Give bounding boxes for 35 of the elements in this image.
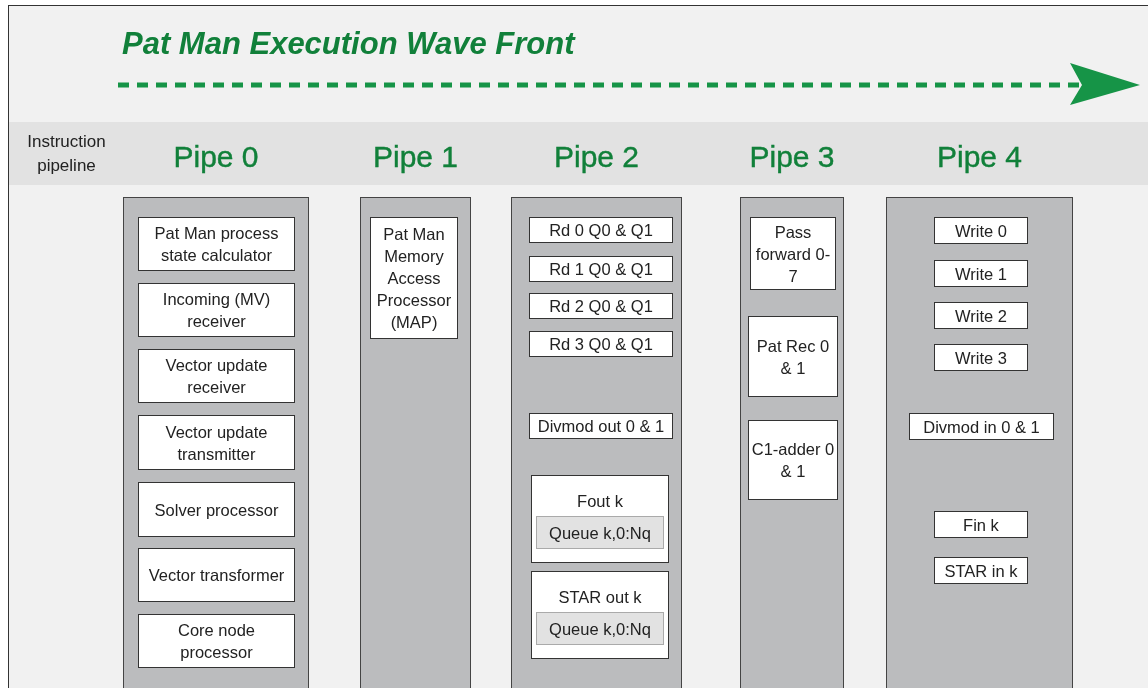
column-heading: Pipe 2 <box>552 140 641 174</box>
queue-box: Queue k,0:Nq <box>536 612 664 645</box>
column-heading: Pipe 1 <box>371 140 460 174</box>
process-box: Rd 3 Q0 & Q1 <box>529 331 673 357</box>
process-box: C1-adder 0 & 1 <box>748 420 838 500</box>
process-box: Pass forward 0-7 <box>750 217 836 290</box>
process-box: Write 3 <box>934 344 1028 371</box>
process-box: Divmod in 0 & 1 <box>909 413 1054 440</box>
process-box: Divmod out 0 & 1 <box>529 413 673 439</box>
process-box: Fin k <box>934 511 1028 538</box>
row-label: Instruction pipeline <box>26 131 107 177</box>
process-box <box>531 571 669 659</box>
process-box: Write 2 <box>934 302 1028 329</box>
process-box: STAR in k <box>934 557 1028 584</box>
process-box: Pat Man Memory Access Processor (MAP) <box>370 217 458 339</box>
process-box: Rd 2 Q0 & Q1 <box>529 293 673 319</box>
process-box: Pat Rec 0 & 1 <box>748 316 838 397</box>
process-box <box>531 475 669 563</box>
column-heading: Pipe 3 <box>748 140 836 174</box>
process-box: Vector update receiver <box>138 349 295 403</box>
process-box: Core node processor <box>138 614 295 668</box>
queue-box: Queue k,0:Nq <box>536 516 664 549</box>
process-box: Solver processor <box>138 482 295 537</box>
diagram-title: Pat Man Execution Wave Front <box>122 26 575 62</box>
process-box: Vector transformer <box>138 548 295 602</box>
process-box: Pat Man process state calculator <box>138 217 295 271</box>
process-box: Rd 0 Q0 & Q1 <box>529 217 673 243</box>
box-heading: Fout k <box>576 491 624 512</box>
process-box: Write 0 <box>934 217 1028 244</box>
column-heading: Pipe 4 <box>935 140 1024 174</box>
process-box: Incoming (MV) receiver <box>138 283 295 337</box>
process-box: Write 1 <box>934 260 1028 287</box>
box-heading: STAR out k <box>557 587 643 608</box>
process-box: Rd 1 Q0 & Q1 <box>529 256 673 282</box>
process-box: Vector update transmitter <box>138 415 295 470</box>
